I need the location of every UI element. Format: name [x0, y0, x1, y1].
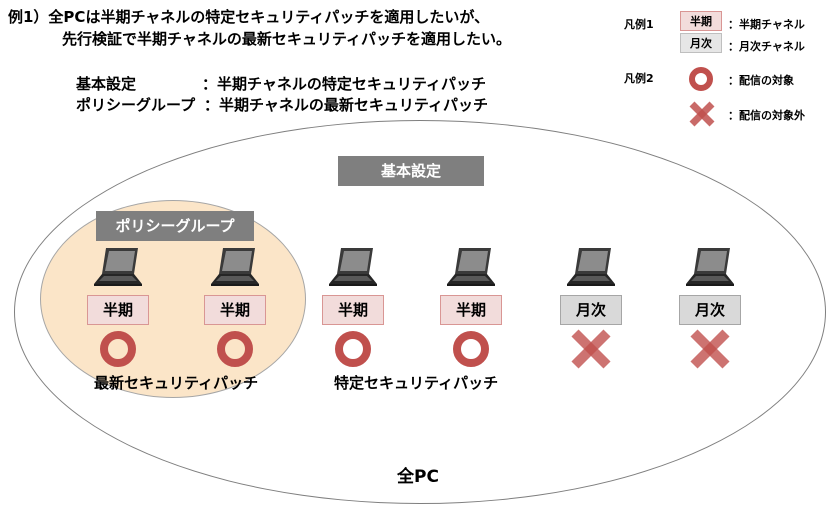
base-setting-label: 基本設定: [338, 156, 484, 186]
legend-half-box: 半期: [680, 11, 722, 31]
legend-half-desc: ：半期チャネル: [728, 18, 805, 31]
policy-group-label: ポリシーグループ: [96, 211, 254, 241]
legend-target-desc: ：配信の対象: [728, 74, 794, 87]
all-pc-ellipse: [14, 120, 826, 504]
setting2-label: ポリシーグループ: [76, 96, 196, 114]
legend-cross-icon: [689, 101, 715, 127]
target-ring-icon: [100, 331, 136, 367]
setting1-label: 基本設定: [76, 75, 137, 93]
legend1-title: 凡例1: [624, 18, 654, 31]
pc-channel-box: 月次: [679, 295, 741, 325]
cross-icon: [571, 329, 611, 369]
example-title-line2: 先行検証で半期チャネルの最新セキュリティパッチを適用したい。: [62, 30, 511, 48]
pc-channel-box: 半期: [87, 295, 149, 325]
all-pc-label: 全PC: [397, 467, 439, 487]
latest-patch-label: 最新セキュリティパッチ: [94, 374, 259, 392]
target-ring-icon: [335, 331, 371, 367]
legend2-title: 凡例2: [624, 72, 654, 85]
legend-target-ring-icon: [689, 67, 713, 91]
laptop-icon: [211, 248, 259, 286]
example-title-line1: 例1）全PCは半期チャネルの特定セキュリティパッチを適用したいが、: [8, 8, 490, 26]
laptop-icon: [447, 248, 495, 286]
pc-channel-box: 半期: [440, 295, 502, 325]
target-ring-icon: [217, 331, 253, 367]
legend-month-box: 月次: [680, 33, 722, 53]
pc-channel-box: 月次: [560, 295, 622, 325]
target-ring-icon: [453, 331, 489, 367]
laptop-icon: [686, 248, 734, 286]
setting1-value: ：半期チャネルの特定セキュリティパッチ: [202, 75, 486, 93]
laptop-icon: [94, 248, 142, 286]
legend-month-desc: ：月次チャネル: [728, 40, 805, 53]
legend-nontarget-desc: ：配信の対象外: [728, 109, 805, 122]
laptop-icon: [567, 248, 615, 286]
setting2-value: ：半期チャネルの最新セキュリティパッチ: [204, 96, 488, 114]
pc-channel-box: 半期: [322, 295, 384, 325]
cross-icon: [690, 329, 730, 369]
laptop-icon: [329, 248, 377, 286]
pc-channel-box: 半期: [204, 295, 266, 325]
specific-patch-label: 特定セキュリティパッチ: [334, 374, 499, 392]
